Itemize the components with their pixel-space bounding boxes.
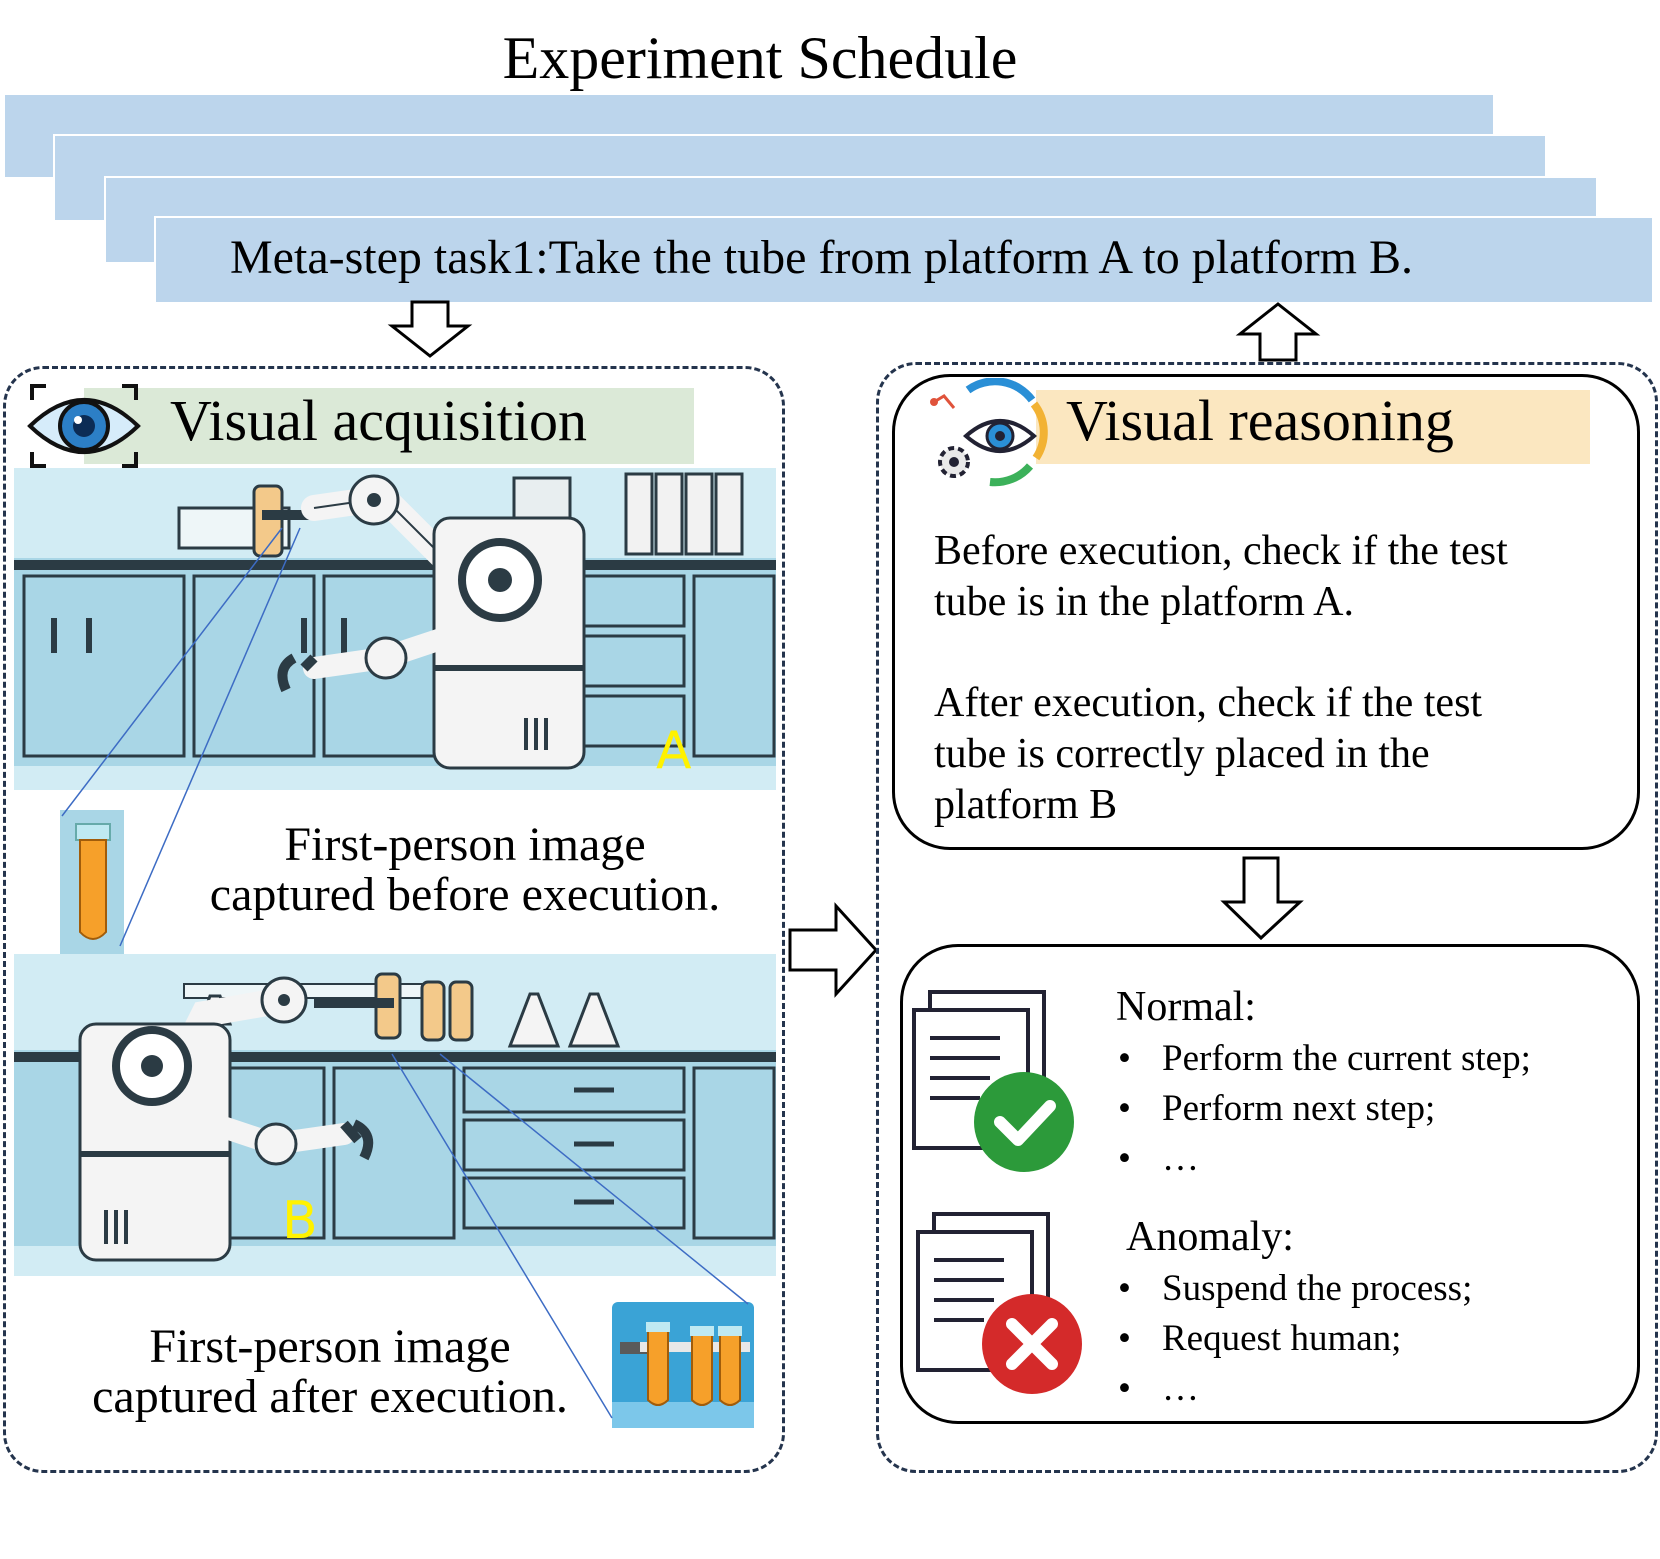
reasoning-after-line3: platform B: [934, 782, 1118, 828]
before-caption: First-person image captured before execu…: [160, 820, 770, 920]
anomaly-item-1: •Suspend the process;: [1118, 1268, 1473, 1309]
visual-reasoning-title: Visual reasoning: [1066, 388, 1454, 453]
zoom-lines-before: [61, 527, 301, 947]
before-caption-line1: First-person image: [284, 818, 646, 871]
anomaly-title: Anomaly:: [1126, 1214, 1294, 1260]
before-execution-image: A: [14, 468, 776, 790]
anomaly-list: •Suspend the process; •Request human; •…: [1118, 1264, 1473, 1414]
visual-acquisition-title: Visual acquisition: [170, 388, 587, 453]
normal-item-2: •Perform next step;: [1118, 1088, 1436, 1129]
platform-a-label: A: [656, 721, 692, 781]
reasoning-after-check: After execution, check if the test tube …: [934, 678, 1624, 831]
zoomed-tube-before-image: [60, 810, 124, 954]
reasoning-before-check: Before execution, check if the test tube…: [934, 526, 1624, 628]
normal-item-3: •…: [1118, 1138, 1199, 1179]
after-caption-line1: First-person image: [149, 1320, 511, 1373]
arrow-down-to-acquisition: [387, 300, 473, 358]
arrow-right-to-reasoning: [788, 902, 879, 998]
platform-b-label: B: [282, 1191, 318, 1251]
reasoning-before-line1: Before execution, check if the test: [934, 528, 1508, 574]
visual-reasoning-panel: [876, 362, 1658, 1473]
meta-step-task: Meta-step task1:Take the tube from platf…: [230, 231, 1414, 284]
document-cross-icon: [914, 1210, 1084, 1396]
arrow-up-to-schedule: [1235, 302, 1321, 362]
schedule-layer-4: [154, 216, 1652, 302]
visual-acquisition-header: [84, 388, 694, 464]
normal-item-1: •Perform the current step;: [1118, 1038, 1531, 1079]
eye-gear-icon: [930, 377, 1050, 490]
zoomed-tubes-after-image: [612, 1302, 754, 1428]
before-caption-line2: captured before execution.: [209, 868, 721, 921]
reasoning-after-line2: tube is correctly placed in the: [934, 731, 1430, 777]
document-check-icon: [910, 988, 1080, 1174]
arrow-down-to-outcomes: [1220, 856, 1304, 941]
diagram-title: Experiment Schedule: [502, 25, 1018, 91]
after-execution-image: B: [14, 954, 776, 1276]
visual-reasoning-header: [1036, 390, 1590, 464]
anomaly-item-2: •Request human;: [1118, 1318, 1402, 1359]
reasoning-after-line1: After execution, check if the test: [934, 680, 1483, 726]
after-caption-line2: captured after execution.: [92, 1370, 568, 1423]
normal-title: Normal:: [1116, 984, 1256, 1030]
reasoning-before-line2: tube is in the platform A.: [934, 579, 1354, 625]
visual-acquisition-panel: [3, 366, 785, 1473]
anomaly-item-3: •…: [1118, 1368, 1199, 1409]
eye-scan-icon: [24, 376, 144, 476]
normal-list: •Perform the current step; •Perform next…: [1118, 1034, 1531, 1184]
zoom-lines-after: [391, 1053, 749, 1419]
after-caption: First-person image captured after execut…: [40, 1322, 620, 1422]
